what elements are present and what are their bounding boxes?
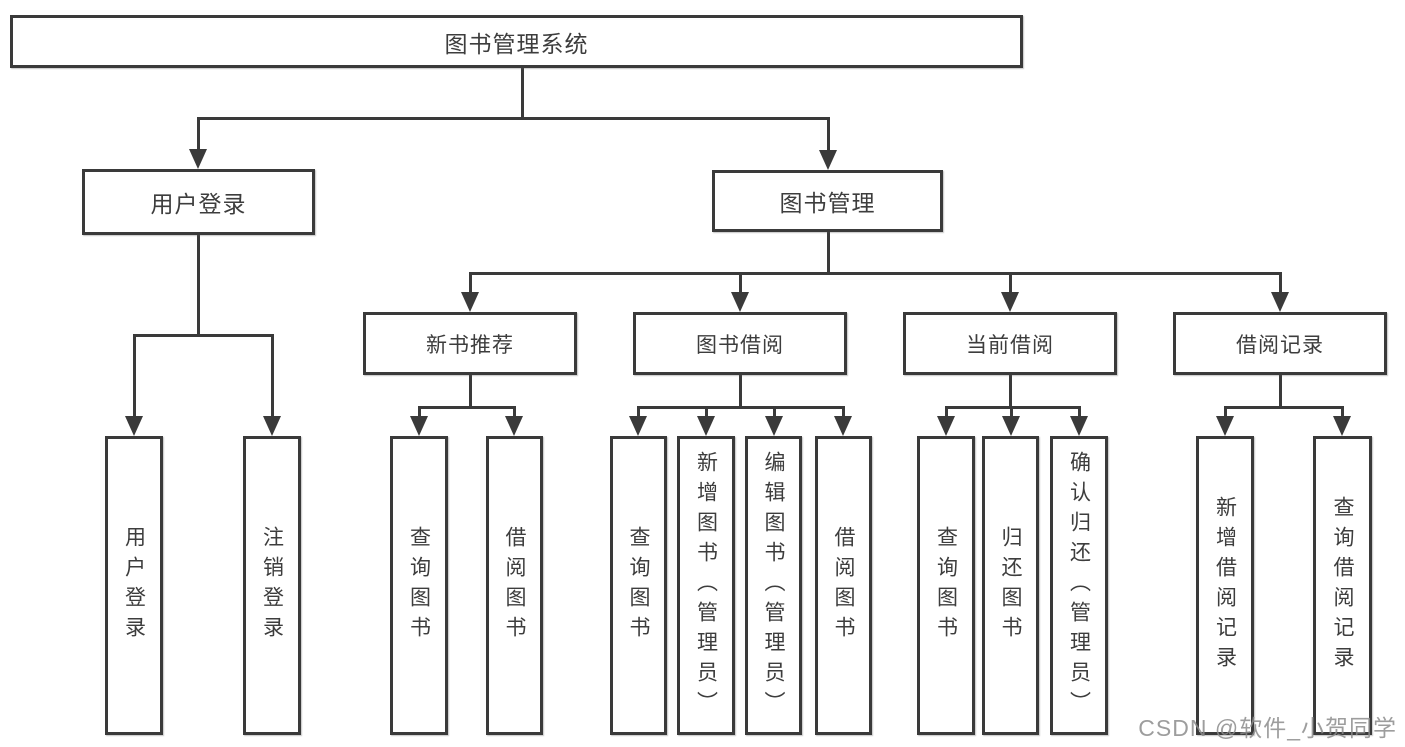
- node-label-return-books: 归还图书: [999, 525, 1022, 646]
- node-new-book-recommendation: 新书推荐: [363, 312, 577, 375]
- arrowhead-user-login-1: [263, 416, 281, 436]
- node-add-borrowing-record: 新增借阅记录: [1196, 436, 1254, 735]
- edge-stem-book-management: [826, 232, 830, 275]
- arrowhead-book-management-2: [1001, 292, 1019, 312]
- edge-bus-book-borrowing: [636, 405, 845, 409]
- node-logout: 注销登录: [243, 436, 301, 735]
- arrowhead-library-management-system-0: [189, 149, 207, 169]
- arrowhead-user-login-0: [125, 416, 143, 436]
- node-edit-books-admin: 编辑图书（管理员）: [745, 436, 802, 735]
- edge-drop-book-borrowing-0: [636, 407, 640, 420]
- edge-stem-new-book-recommendation: [468, 375, 472, 409]
- arrowhead-borrowing-records-1: [1333, 416, 1351, 436]
- arrowhead-library-management-system-1: [819, 150, 837, 170]
- arrowhead-book-management-1: [731, 292, 749, 312]
- node-add-books-admin: 新增图书（管理员）: [677, 436, 735, 735]
- edge-drop-book-management-2: [1008, 273, 1012, 296]
- edge-bus-book-management: [468, 271, 1282, 275]
- edge-drop-current-borrowing-2: [1077, 407, 1081, 420]
- arrowhead-book-borrowing-1: [697, 416, 715, 436]
- edge-drop-borrowing-records-1: [1340, 407, 1344, 420]
- node-label-add-borrowing-record: 新增借阅记录: [1213, 495, 1237, 676]
- node-label-library-management-system: 图书管理系统: [444, 30, 589, 57]
- edge-bus-new-book-recommendation: [417, 405, 516, 409]
- node-label-user-login: 用户登录: [150, 191, 247, 217]
- edge-drop-book-borrowing-2: [772, 407, 776, 420]
- edge-drop-book-management-3: [1278, 273, 1282, 296]
- node-label-book-management: 图书管理: [779, 190, 876, 216]
- edge-drop-book-management-0: [468, 273, 472, 296]
- node-borrowing-records: 借阅记录: [1173, 312, 1387, 375]
- node-current-borrowing: 当前借阅: [903, 312, 1117, 375]
- node-label-query-borrowing-record: 查询借阅记录: [1331, 495, 1354, 676]
- node-label-query-books-current: 查询图书: [934, 525, 958, 646]
- arrowhead-book-management-0: [461, 292, 479, 312]
- edge-drop-user-login-0: [132, 335, 136, 420]
- node-user-login: 用户登录: [82, 169, 315, 235]
- edge-drop-library-management-system-0: [196, 118, 200, 153]
- node-label-add-books-admin: 新增图书（管理员）: [694, 450, 718, 721]
- edge-drop-book-management-1: [738, 273, 742, 296]
- node-label-borrow-books-recommend: 借阅图书: [503, 525, 526, 646]
- node-query-books-recommend: 查询图书: [390, 436, 448, 735]
- node-label-edit-books-admin: 编辑图书（管理员）: [762, 450, 785, 721]
- arrowhead-current-borrowing-1: [1002, 416, 1020, 436]
- node-book-management: 图书管理: [712, 170, 943, 232]
- arrowhead-new-book-recommendation-0: [410, 416, 428, 436]
- node-return-books: 归还图书: [982, 436, 1039, 735]
- node-query-books-current: 查询图书: [917, 436, 975, 735]
- node-label-query-books-borrowing: 查询图书: [627, 525, 650, 646]
- arrowhead-current-borrowing-0: [937, 416, 955, 436]
- arrowhead-book-borrowing-3: [834, 416, 852, 436]
- edge-stem-borrowing-records: [1278, 375, 1282, 409]
- watermark: CSDN @软件_小贺同学: [1138, 715, 1397, 741]
- node-user-login-leaf: 用户登录: [105, 436, 163, 735]
- edge-drop-book-borrowing-1: [704, 407, 708, 420]
- node-query-borrowing-record: 查询借阅记录: [1313, 436, 1372, 735]
- node-label-user-login-leaf: 用户登录: [122, 525, 146, 646]
- edge-stem-user-login: [196, 235, 200, 337]
- edge-bus-borrowing-records: [1223, 405, 1344, 409]
- edge-stem-current-borrowing: [1008, 375, 1012, 409]
- node-label-confirm-return-admin: 确认归还（管理员）: [1067, 450, 1091, 721]
- edge-drop-current-borrowing-0: [944, 407, 948, 420]
- node-query-books-borrowing: 查询图书: [610, 436, 667, 735]
- node-label-book-borrowing: 图书借阅: [696, 333, 784, 357]
- node-borrow-books-recommend: 借阅图书: [486, 436, 543, 735]
- arrowhead-current-borrowing-2: [1070, 416, 1088, 436]
- edge-drop-borrowing-records-0: [1223, 407, 1227, 420]
- edge-stem-book-borrowing: [738, 375, 742, 409]
- node-label-current-borrowing: 当前借阅: [966, 333, 1054, 357]
- node-book-borrowing: 图书借阅: [633, 312, 847, 375]
- node-label-new-book-recommendation: 新书推荐: [426, 333, 514, 357]
- arrowhead-new-book-recommendation-1: [505, 416, 523, 436]
- edge-stem-library-management-system: [520, 68, 524, 120]
- edge-drop-new-book-recommendation-0: [417, 407, 421, 420]
- edge-bus-library-management-system: [196, 116, 830, 120]
- node-borrow-books-borrowing: 借阅图书: [815, 436, 872, 735]
- arrowhead-book-borrowing-2: [765, 416, 783, 436]
- arrowhead-book-borrowing-0: [629, 416, 647, 436]
- node-label-query-books-recommend: 查询图书: [407, 525, 431, 646]
- node-label-borrow-books-borrowing: 借阅图书: [832, 525, 855, 646]
- node-label-borrowing-records: 借阅记录: [1236, 333, 1324, 357]
- edge-drop-library-management-system-1: [826, 118, 830, 154]
- edge-drop-book-borrowing-3: [841, 407, 845, 420]
- edge-bus-current-borrowing: [944, 405, 1081, 409]
- node-confirm-return-admin: 确认归还（管理员）: [1050, 436, 1108, 735]
- edge-drop-current-borrowing-1: [1009, 407, 1013, 420]
- node-label-logout: 注销登录: [260, 525, 284, 646]
- arrowhead-borrowing-records-0: [1216, 416, 1234, 436]
- edge-drop-new-book-recommendation-1: [512, 407, 516, 420]
- edge-drop-user-login-1: [270, 335, 274, 420]
- arrowhead-book-management-3: [1271, 292, 1289, 312]
- edge-bus-user-login: [132, 333, 274, 337]
- node-library-management-system: 图书管理系统: [10, 15, 1023, 68]
